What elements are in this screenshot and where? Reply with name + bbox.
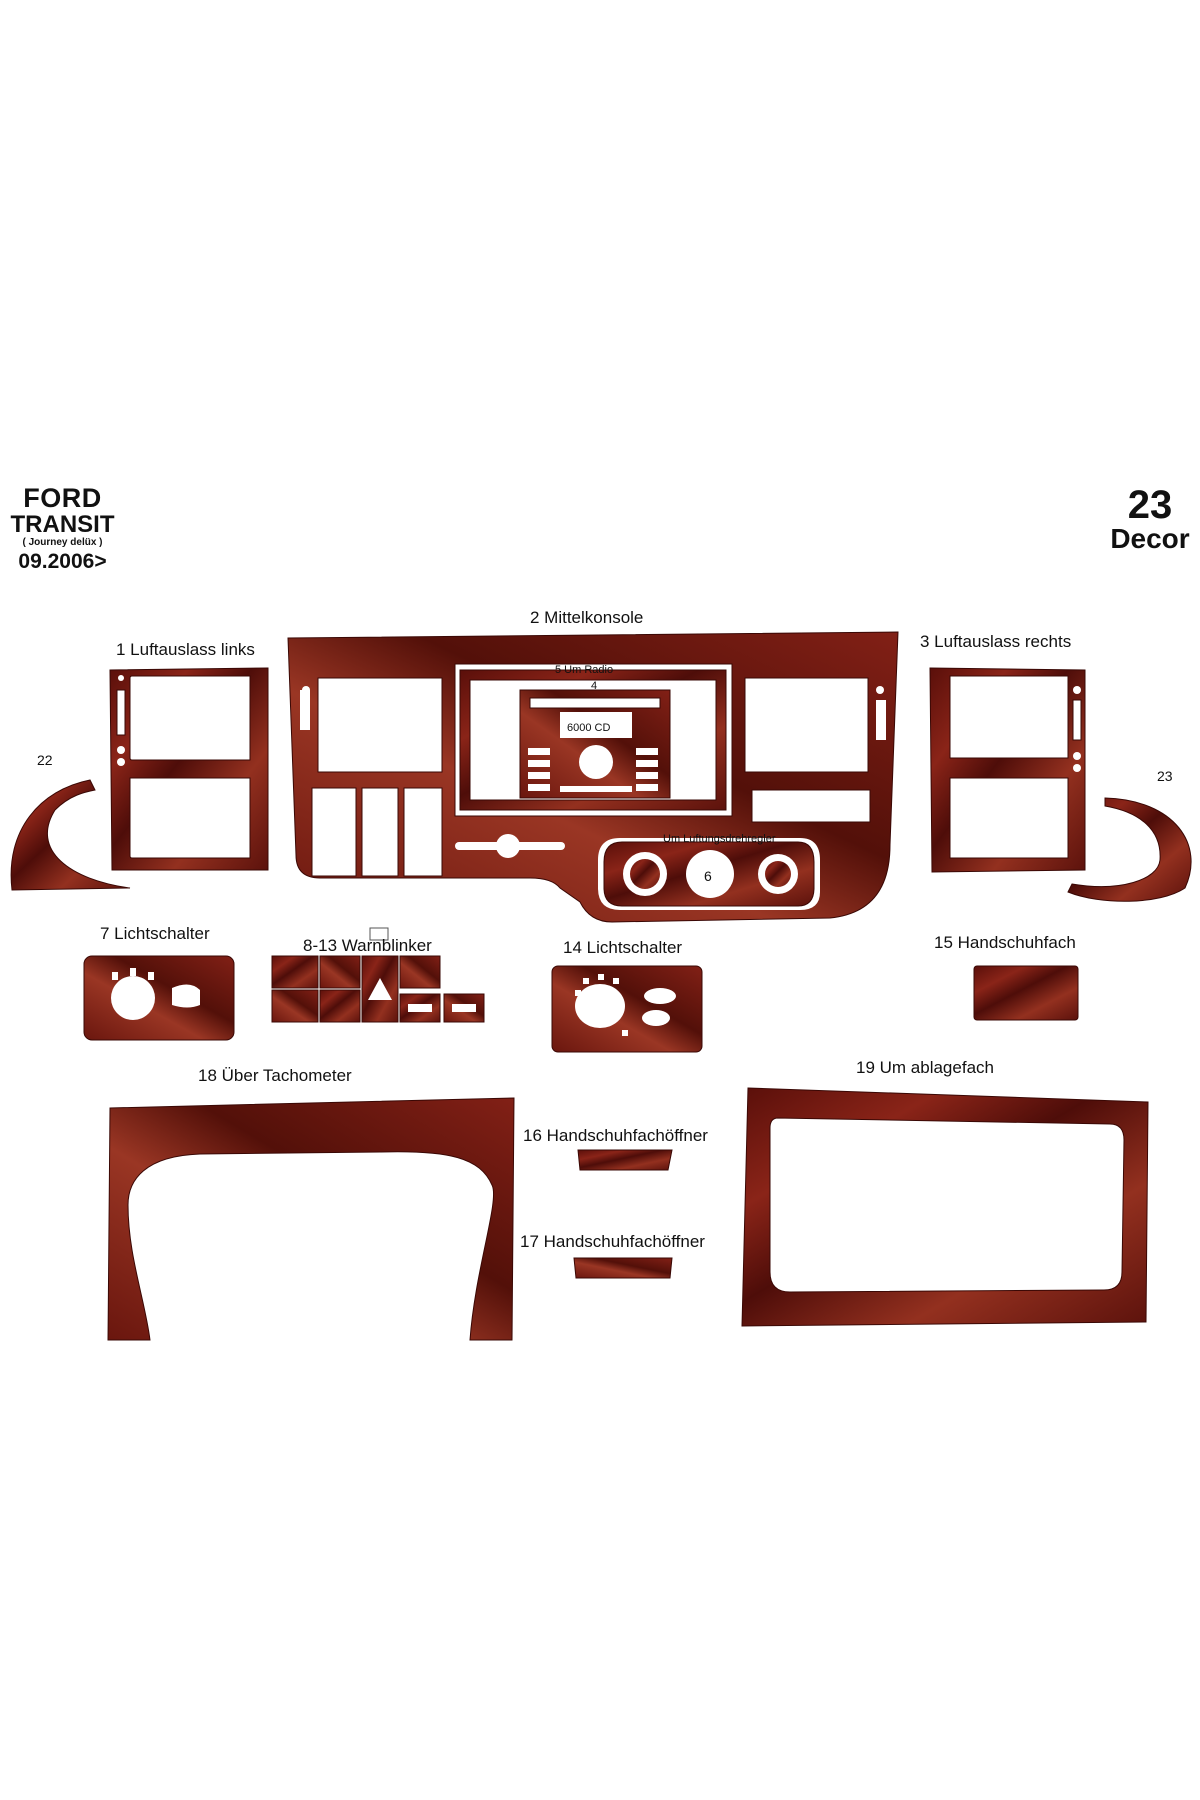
label-part-17: 17 Handschuhfachöffner [520, 1232, 705, 1251]
label-part-1: 1 Luftauslass links [116, 640, 255, 659]
part-23-corner-right [1067, 797, 1192, 902]
model-name: TRANSIT [10, 511, 115, 538]
part-15-glovebox [973, 965, 1079, 1021]
part-22-corner-left [10, 779, 131, 891]
label-part-15: 15 Handschuhfach [934, 933, 1076, 952]
label-part-7: 7 Lichtschalter [100, 924, 210, 943]
label-part-22: 22 [37, 752, 53, 768]
label-part-4: 4 [591, 680, 598, 692]
part-1-vent-left [109, 667, 269, 871]
part-19-storage-surround [741, 1087, 1149, 1327]
part-6-climate-ring [603, 841, 815, 907]
part-7-light-switch [83, 955, 235, 1041]
part-3-vent-right [929, 667, 1086, 873]
part-8-13-hazard-switches [271, 927, 485, 1023]
label-part-18: 18 Über Tachometer [198, 1066, 352, 1085]
label-part-16: 16 Handschuhfachöffner [523, 1126, 708, 1145]
label-part-6: 6 [704, 868, 712, 884]
brand-name: FORD [23, 483, 102, 513]
label-part-5: 5 Um Radio [555, 664, 614, 676]
part-5-radio-surround [459, 669, 727, 811]
vehicle-title-block: FORD TRANSIT ( Journey delüx ) 09.2006> [0, 483, 125, 573]
model-variant: ( Journey delüx ) [22, 537, 103, 548]
part-17-glovebox-opener [573, 1257, 673, 1279]
label-radio-model: 6000 CD [567, 722, 611, 734]
part-14-light-switch [551, 965, 703, 1053]
decor-count-label: Decor [1110, 523, 1190, 554]
model-year: 09.2006> [18, 550, 107, 573]
label-part-19: 19 Um ablagefach [856, 1058, 994, 1077]
part-4-radio-faceplate [519, 689, 671, 799]
label-part-14: 14 Lichtschalter [563, 938, 683, 957]
label-part-6-ring: Um Luftungsdrehregler [663, 833, 776, 845]
label-part-23: 23 [1157, 768, 1173, 784]
part-18-tachometer-surround [107, 1097, 515, 1341]
label-part-2: 2 Mittelkonsole [530, 608, 644, 627]
decor-count-block: 23 Decor [1090, 485, 1200, 553]
label-part-8-13: 8-13 Warnblinker [303, 936, 432, 955]
part-16-glovebox-opener [577, 1149, 673, 1171]
label-part-3: 3 Luftauslass rechts [920, 632, 1072, 651]
decor-count: 23 [1127, 483, 1173, 527]
